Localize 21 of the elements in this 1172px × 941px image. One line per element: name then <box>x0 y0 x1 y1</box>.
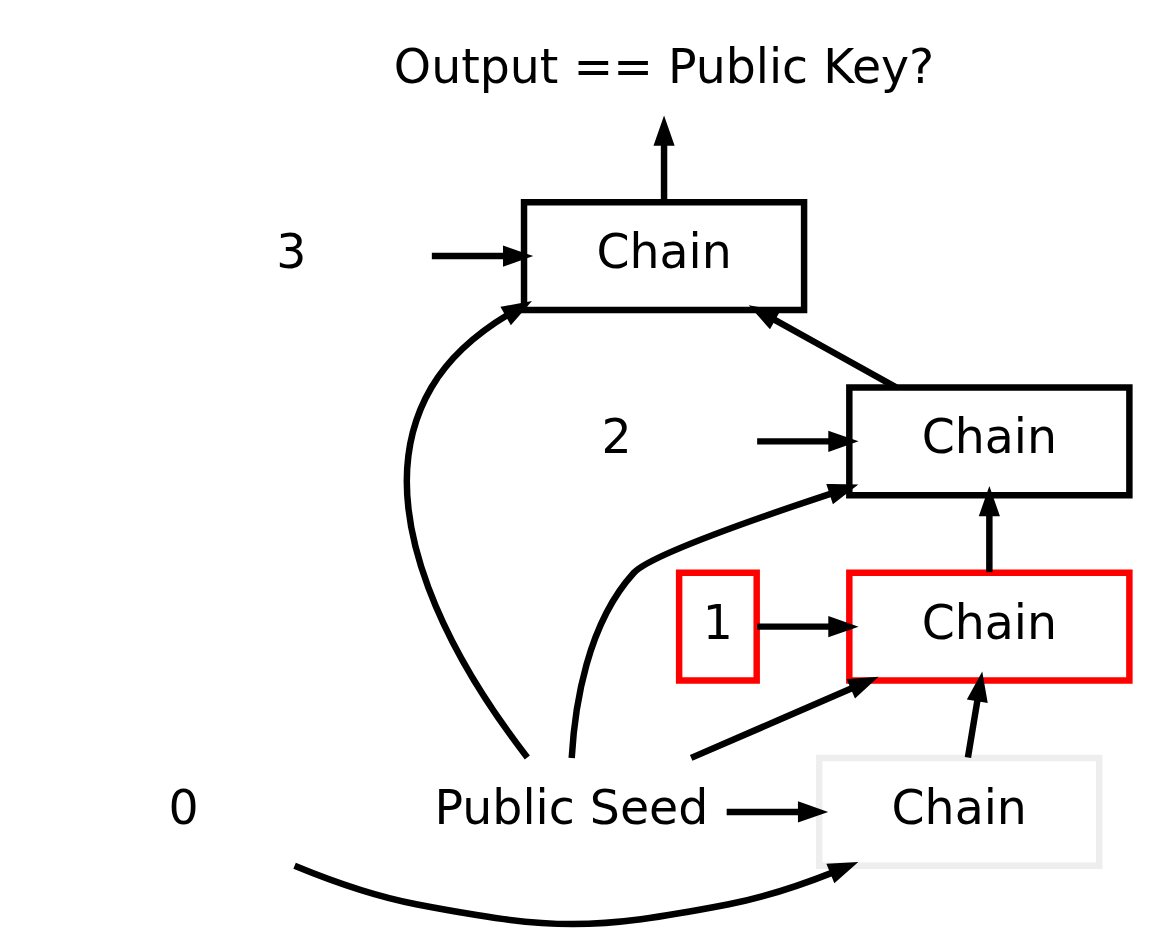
node-box: Chain <box>815 754 1102 869</box>
node-box: Chain <box>845 569 1133 684</box>
arrow <box>748 305 898 391</box>
arrow <box>756 430 859 452</box>
arrow <box>756 616 859 638</box>
node-text: Output == Public Key? <box>393 38 934 94</box>
node-text: 2 <box>601 409 632 465</box>
arrow <box>431 245 533 267</box>
arrow <box>403 301 532 760</box>
arrow <box>652 115 675 202</box>
arrow <box>292 862 858 928</box>
node-text: 0 <box>168 779 199 835</box>
arrow <box>964 671 988 758</box>
arrow <box>978 486 1000 573</box>
arrow <box>567 484 858 759</box>
arrow <box>689 676 879 761</box>
node-box: Chain <box>845 384 1133 499</box>
node-text: 3 <box>275 224 306 280</box>
node-box: Chain <box>520 199 807 314</box>
node-box: 1 <box>675 569 760 684</box>
node-text: Public Seed <box>434 779 708 835</box>
